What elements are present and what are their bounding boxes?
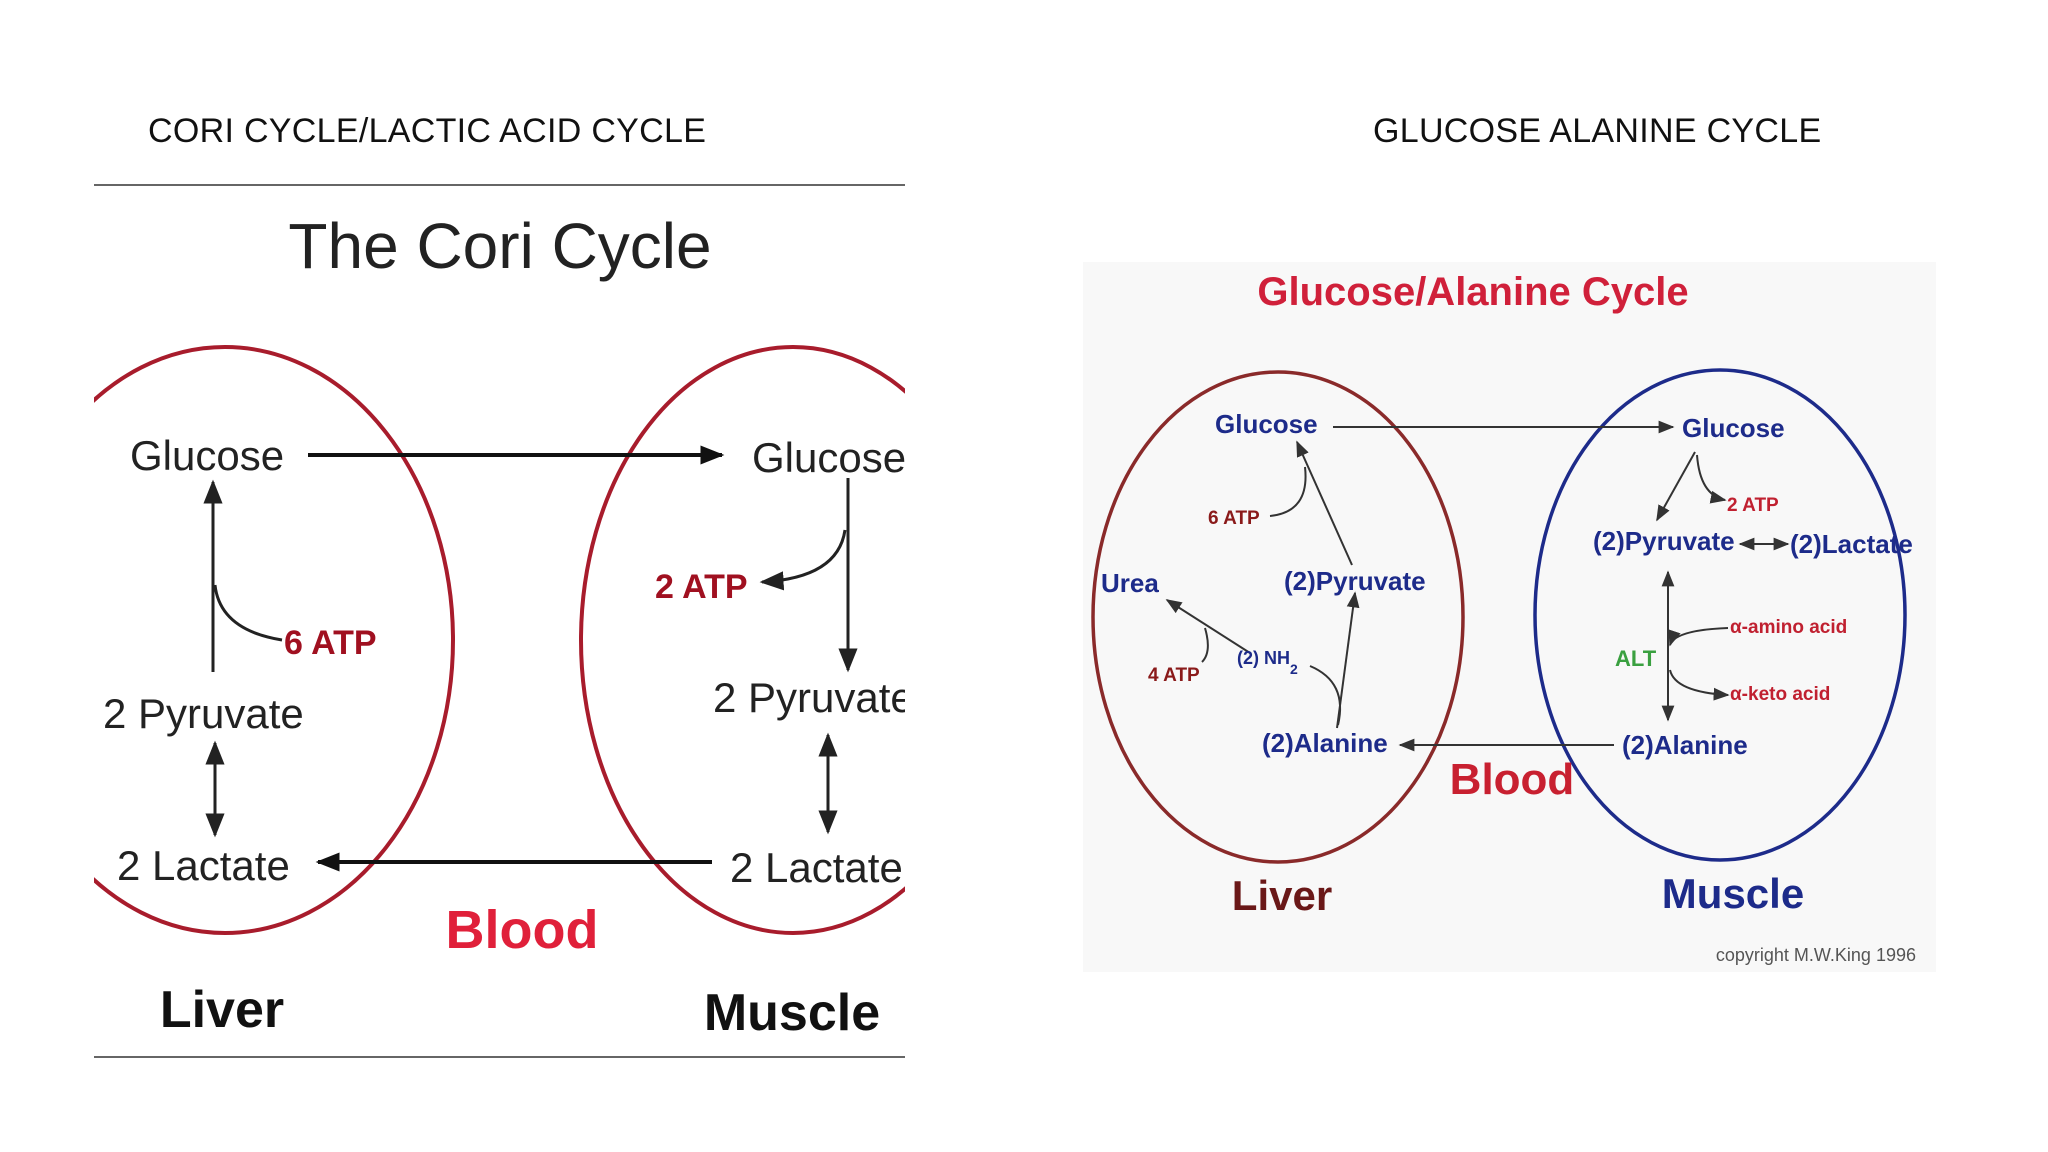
- ga-liver-glucose-label: Glucose: [1215, 409, 1318, 439]
- ga-nh2-main: (2) NH: [1237, 648, 1290, 668]
- ga-muscle-label: Muscle: [1662, 870, 1804, 917]
- ga-muscle-alanine-label: (2)Alanine: [1622, 730, 1748, 760]
- ga-liver-ellipse: [1091, 370, 1465, 864]
- ga-muscle-lactate-label: (2)Lactate: [1790, 529, 1913, 559]
- cori-muscle-atp-curve: [759, 529, 847, 591]
- ga-nh2-label: (2) NH2: [1237, 648, 1298, 677]
- glucose-alanine-figure: Glucose/Alanine Cycle Glucose Glucose 6 …: [1083, 262, 1936, 972]
- cori-blood-label: Blood: [446, 900, 599, 960]
- ga-liver-label: Liver: [1232, 872, 1332, 919]
- cori-liver-glucose-label: Glucose: [130, 432, 284, 479]
- cori-title: The Cori Cycle: [288, 210, 711, 282]
- cori-liver-ellipse: [94, 345, 455, 935]
- cori-liver-pyruvate-label: 2 Pyruvate: [103, 690, 304, 737]
- ga-liver-pyruvate-label: (2)Pyruvate: [1284, 566, 1426, 596]
- ga-urea-label: Urea: [1101, 568, 1159, 598]
- cori-liver-atp-label: 6 ATP: [284, 624, 377, 662]
- ga-amino-acid-curve: [1668, 627, 1729, 647]
- glucose-alanine-section-heading: GLUCOSE ALANINE CYCLE: [1373, 112, 1822, 150]
- cori-section-heading: CORI CYCLE/LACTIC ACID CYCLE: [148, 112, 707, 150]
- ga-nh2-curve: [1309, 665, 1342, 726]
- ga-muscle-atp-curve: [1696, 454, 1727, 504]
- ga-muscle-pyruvate-label: (2)Pyruvate: [1593, 526, 1735, 556]
- cori-liver-lactate-label: 2 Lactate: [117, 842, 290, 889]
- ga-title: Glucose/Alanine Cycle: [1257, 270, 1688, 314]
- cori-muscle-glucose-label: Glucose: [752, 434, 906, 481]
- ga-alt-label: ALT: [1615, 646, 1657, 671]
- ga-nh2-subscript: 2: [1290, 661, 1298, 677]
- ga-liver-alanine-label: (2)Alanine: [1262, 728, 1388, 758]
- ga-blood-label: Blood: [1450, 755, 1575, 804]
- ga-muscle-ellipse: [1533, 368, 1907, 862]
- ga-4atp-curve: [1201, 627, 1209, 663]
- ga-liver-atp-label: 6 ATP: [1208, 508, 1260, 529]
- cori-liver-label: Liver: [160, 981, 284, 1039]
- ga-muscle-glucose-label: Glucose: [1682, 413, 1785, 443]
- ga-4atp-label: 4 ATP: [1148, 665, 1200, 686]
- ga-keto-acid-label: α-keto acid: [1730, 684, 1830, 705]
- ga-liver-atp-curve: [1269, 466, 1307, 517]
- ga-nh2-to-urea-arrow: [1165, 599, 1251, 654]
- cori-muscle-lactate-label: 2 Lactate: [730, 844, 903, 891]
- cori-muscle-ellipse: [579, 345, 905, 935]
- ga-liver-pyruvate-to-glucose-arrow: [1296, 440, 1353, 566]
- cori-muscle-pyruvate-label: 2 Pyruvate: [713, 674, 914, 721]
- cori-muscle-atp-label: 2 ATP: [655, 568, 748, 606]
- cori-cycle-figure: The Cori Cycle Glucose Glucose 6 ATP 2 A…: [94, 184, 914, 1058]
- ga-muscle-glucose-to-pyruvate-arrow: [1656, 451, 1696, 522]
- ga-keto-acid-curve: [1669, 669, 1730, 701]
- ga-amino-acid-label: α-amino acid: [1730, 617, 1847, 638]
- ga-copyright: copyright M.W.King 1996: [1716, 945, 1916, 965]
- ga-muscle-atp-label: 2 ATP: [1727, 495, 1779, 516]
- cori-liver-atp-curve: [213, 584, 283, 642]
- cori-muscle-label: Muscle: [704, 984, 880, 1042]
